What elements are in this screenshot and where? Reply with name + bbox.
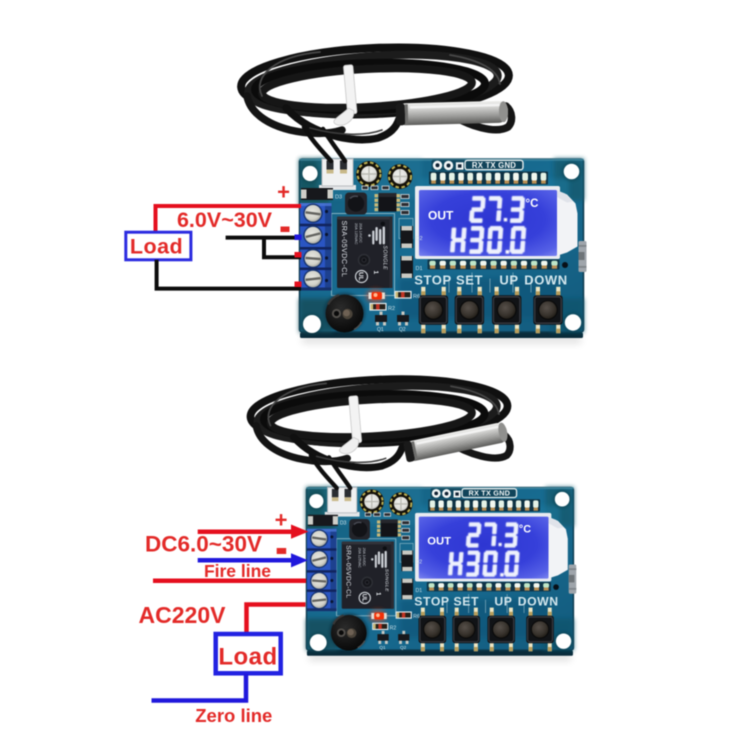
svg-text:Zero line: Zero line bbox=[195, 705, 272, 726]
svg-text:DC6.0~30V: DC6.0~30V bbox=[145, 532, 262, 557]
svg-text:AC220V: AC220V bbox=[139, 602, 227, 628]
svg-text:+: + bbox=[277, 180, 290, 205]
svg-text:+: + bbox=[275, 508, 288, 533]
svg-text:Fire line: Fire line bbox=[204, 561, 271, 581]
svg-text:Load: Load bbox=[218, 644, 277, 671]
svg-text:Load: Load bbox=[130, 235, 183, 259]
svg-text:6.0V~30V: 6.0V~30V bbox=[177, 208, 273, 232]
